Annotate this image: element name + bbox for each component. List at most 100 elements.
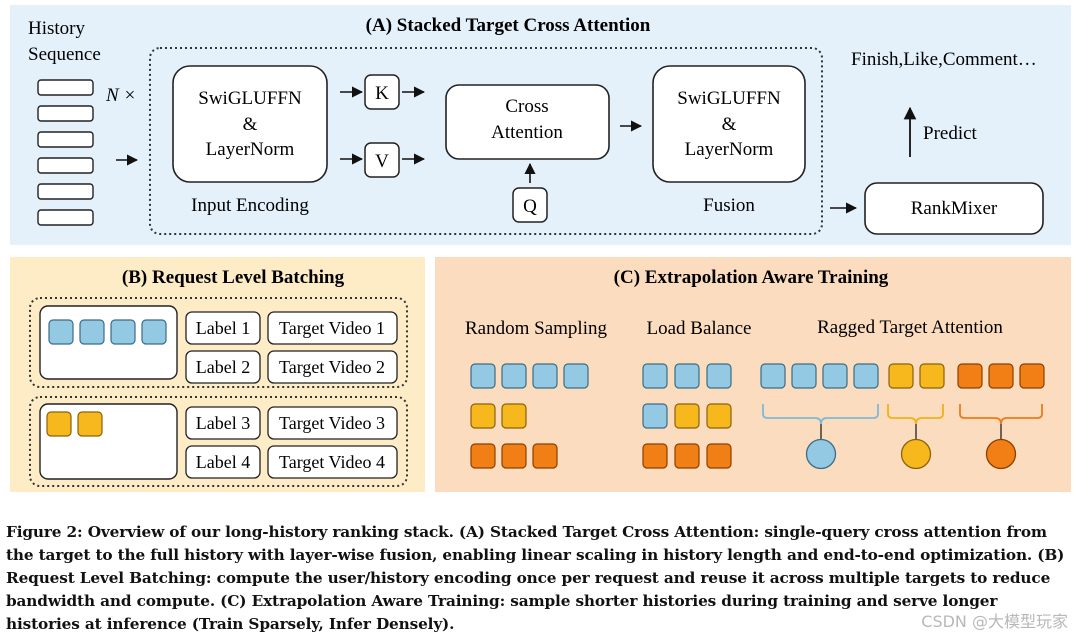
- history-token: [37, 79, 94, 96]
- token-blue: [563, 363, 589, 389]
- target-video-2-box: [267, 350, 398, 384]
- cross-attention-block: [445, 84, 610, 160]
- rankmixer-label: RankMixer: [911, 198, 998, 219]
- v-box: [364, 142, 400, 178]
- token-yellow: [470, 403, 496, 429]
- target-node-orange: [985, 438, 1017, 470]
- ragged-target-attention-label: Ragged Target Attention: [817, 317, 1003, 338]
- token-yellow: [888, 363, 914, 389]
- history-token-blue: [48, 319, 74, 345]
- figure-caption: Figure 2: Overview of our long-history r…: [6, 523, 1065, 633]
- random-sampling-label: Random Sampling: [465, 318, 607, 339]
- request-2-history-box: [39, 403, 178, 480]
- fusion-block: [652, 65, 806, 183]
- token-blue: [706, 363, 732, 389]
- token-orange: [988, 363, 1014, 389]
- load-balance-label: Load Balance: [647, 318, 752, 339]
- token-orange: [706, 443, 732, 469]
- load-balance-batch: [642, 363, 732, 469]
- target-video-4-text: Target Video 4: [279, 452, 385, 472]
- history-token: [37, 105, 94, 122]
- request-group-1-dotted-border: [29, 297, 408, 388]
- target-node-yellow: [900, 438, 932, 470]
- token-yellow: [919, 363, 945, 389]
- label-4-box: [185, 445, 261, 479]
- target-video-4-box: [267, 445, 398, 479]
- target-video-3-text: Target Video 3: [279, 413, 385, 433]
- token-blue: [760, 363, 786, 389]
- token-orange: [501, 443, 527, 469]
- architecture-diagram: (A) Stacked Target Cross Attention Histo…: [10, 5, 1071, 492]
- target-video-2-text: Target Video 2: [279, 357, 385, 377]
- history-sequence-label-line2: Sequence: [28, 44, 101, 65]
- token-yellow: [674, 403, 700, 429]
- label-4-text: Label 4: [196, 452, 250, 472]
- cross-attention-line2: Attention: [491, 122, 563, 143]
- input-encoding-block: [172, 65, 328, 183]
- predict-label: Predict: [923, 123, 978, 144]
- history-sequence-label-line1: History: [28, 18, 86, 39]
- input-encoding-layernorm: LayerNorm: [206, 139, 295, 160]
- n-times-label: N ×: [105, 85, 136, 106]
- q-label: Q: [523, 196, 537, 217]
- token-yellow: [706, 403, 732, 429]
- token-orange: [957, 363, 983, 389]
- target-video-1-box: [267, 311, 398, 345]
- watermark: CSDN @大模型玩家: [921, 612, 1068, 631]
- token-blue: [853, 363, 879, 389]
- request-group-2-dotted-border: [29, 396, 408, 487]
- ragged-packed-sequence: [760, 363, 1045, 389]
- label-3-box: [185, 406, 261, 440]
- fusion-ampersand: &: [722, 114, 737, 135]
- target-node-blue: [805, 438, 837, 470]
- input-encoding-swiglu: SwiGLUFFN: [198, 88, 302, 109]
- label-1-box: [185, 311, 261, 345]
- history-token-blue: [79, 319, 105, 345]
- panel-c-title: (C) Extrapolation Aware Training: [614, 267, 889, 288]
- history-token: [37, 157, 94, 174]
- k-box: [364, 74, 400, 110]
- token-orange: [532, 443, 558, 469]
- rankmixer-block: [864, 182, 1044, 235]
- input-encoding-label: Input Encoding: [191, 195, 309, 216]
- label-2-text: Label 2: [196, 357, 250, 377]
- token-blue: [791, 363, 817, 389]
- history-token: [37, 131, 94, 148]
- history-token-blue: [141, 319, 167, 345]
- token-blue: [642, 403, 668, 429]
- panel-b-title: (B) Request Level Batching: [122, 267, 345, 288]
- token-orange: [1019, 363, 1045, 389]
- history-token-yellow: [46, 411, 72, 437]
- fusion-swiglu: SwiGLUFFN: [677, 88, 781, 109]
- target-video-3-box: [267, 406, 398, 440]
- token-blue: [674, 363, 700, 389]
- label-2-box: [185, 350, 261, 384]
- history-token: [37, 209, 94, 226]
- prediction-targets: Finish,Like,Comment…: [851, 49, 1037, 70]
- token-orange: [674, 443, 700, 469]
- token-blue: [470, 363, 496, 389]
- label-1-text: Label 1: [196, 318, 250, 338]
- token-blue: [822, 363, 848, 389]
- history-token-yellow: [77, 411, 103, 437]
- label-3-text: Label 3: [196, 413, 250, 433]
- stacked-block-dotted-border: [149, 47, 823, 235]
- history-sequence-stack: [37, 79, 94, 226]
- panel-a-title: (A) Stacked Target Cross Attention: [366, 15, 651, 36]
- token-blue: [642, 363, 668, 389]
- fusion-label: Fusion: [703, 195, 755, 216]
- k-label: K: [375, 83, 389, 104]
- history-token: [37, 183, 94, 200]
- token-orange: [642, 443, 668, 469]
- input-encoding-ampersand: &: [243, 114, 258, 135]
- v-label: V: [375, 151, 389, 172]
- token-blue: [501, 363, 527, 389]
- token-orange: [470, 443, 496, 469]
- token-yellow: [501, 403, 527, 429]
- target-video-1-text: Target Video 1: [279, 318, 385, 338]
- history-token-blue: [110, 319, 136, 345]
- q-box: [512, 187, 548, 223]
- random-sampling-batch: [470, 363, 589, 469]
- token-blue: [532, 363, 558, 389]
- cross-attention-line1: Cross: [505, 96, 548, 117]
